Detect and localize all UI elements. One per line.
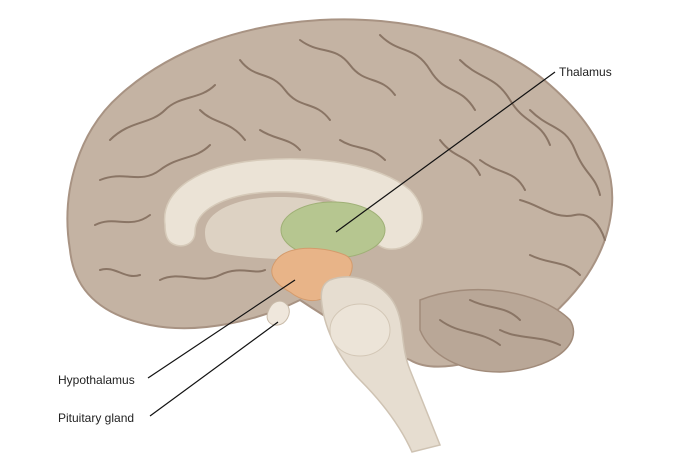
thalamus-leader	[335, 71, 556, 233]
pons	[329, 303, 391, 357]
hypothalamus-leader	[147, 279, 296, 379]
leader-lines	[147, 71, 556, 417]
cerebellum	[419, 288, 575, 373]
thalamus-label: Thalamus	[559, 65, 612, 79]
pituitary-leader	[149, 321, 279, 417]
hypothalamus-label: Hypothalamus	[58, 373, 135, 387]
sulci	[94, 34, 606, 346]
pituitary-gland	[266, 300, 290, 326]
pituitary-gland-label: Pituitary gland	[58, 411, 135, 425]
